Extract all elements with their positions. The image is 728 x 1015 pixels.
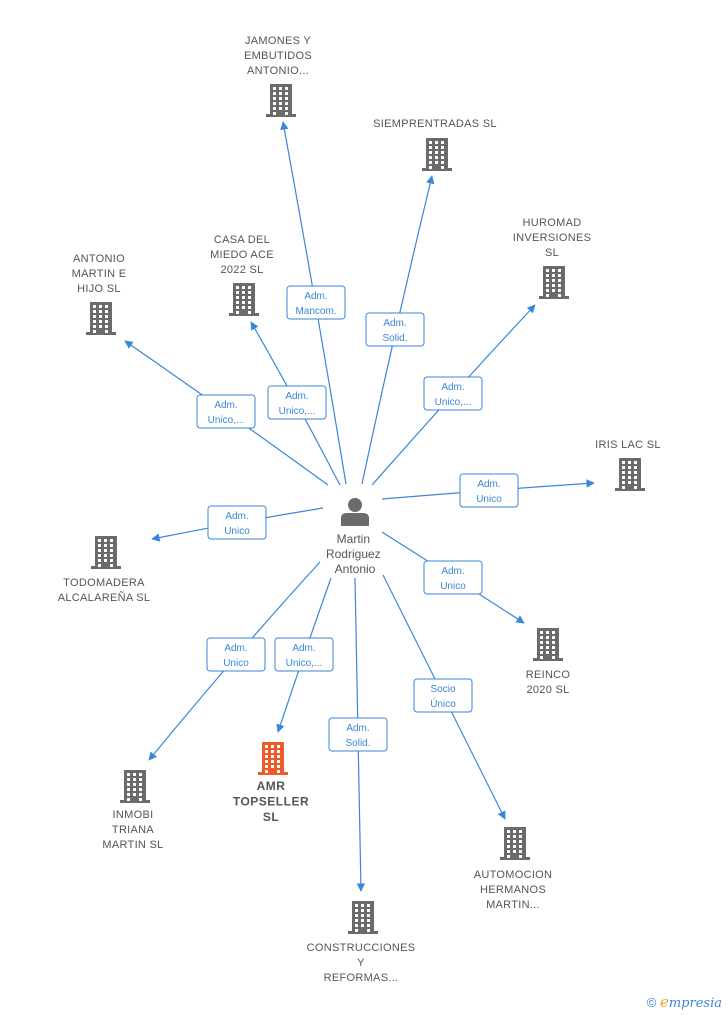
center-label: Martin Rodriguez Antonio (326, 532, 384, 576)
edge-label-box (459, 473, 519, 508)
edge-label-box (267, 385, 327, 420)
building-icon (86, 302, 116, 335)
edge-label-todomadera[interactable]: Adm.Unico (207, 505, 267, 540)
edge-label-text: Adm.Unico (476, 479, 502, 505)
edge-label-text: Adm.Unico (223, 643, 249, 669)
edge-label-box (196, 394, 256, 429)
edge-label-box (365, 312, 425, 347)
building-icon (91, 536, 121, 569)
edge-label-box (423, 560, 483, 595)
brand-name: mpresia (668, 996, 722, 1011)
building-icon (120, 770, 150, 803)
edge-label-text: Adm.Unico,... (279, 391, 316, 417)
building-icon (539, 266, 569, 299)
company-node-siempre[interactable]: SIEMPRENTRADAS SL (373, 118, 497, 171)
edge-label-text: Adm.Solid. (345, 723, 370, 749)
edge-label-siempre[interactable]: Adm.Solid. (365, 312, 425, 347)
company-label: IRIS LAC SL (595, 439, 661, 451)
edge-label-text: Adm.Unico (440, 566, 466, 592)
building-icon (229, 283, 259, 316)
edge-label-box (286, 285, 346, 320)
building-icon (266, 84, 296, 117)
edge-label-text: Adm.Unico,... (208, 400, 245, 426)
company-label: SIEMPRENTRADAS SL (373, 118, 497, 130)
edge-label-inmobi[interactable]: Adm.Unico (206, 637, 266, 672)
building-icon (615, 458, 645, 491)
edge-label-box (207, 505, 267, 540)
building-icon (258, 742, 288, 775)
edge-label-text: Adm.Unico (224, 511, 250, 537)
edge-label-reinco[interactable]: Adm.Unico (423, 560, 483, 595)
edge-label-box (328, 717, 388, 752)
edge-label-box (413, 678, 473, 713)
edge-label-huromad[interactable]: Adm.Unico,... (423, 376, 483, 411)
edges-layer: Adm.Mancom. Adm.Solid. Adm.Unico,... Adm.Un… (124, 121, 595, 892)
edge-label-antonio[interactable]: Adm.Unico,... (196, 394, 256, 429)
building-icon (422, 138, 452, 171)
edge-label-construcciones[interactable]: Adm.Solid. (328, 717, 388, 752)
empresia-watermark: © empresia (647, 993, 722, 1011)
edge-label-box (423, 376, 483, 411)
company-node-iris[interactable]: IRIS LAC SL (595, 439, 661, 491)
copyright-symbol: © (646, 995, 657, 1010)
building-icon (500, 827, 530, 860)
building-icon (348, 901, 378, 934)
brand-initial: e (659, 993, 669, 1011)
edge-label-casa[interactable]: Adm.Unico,... (267, 385, 327, 420)
person-icon (341, 498, 369, 526)
edge-label-text: Adm.Mancom. (295, 291, 336, 317)
edge-label-iris[interactable]: Adm.Unico (459, 473, 519, 508)
edge-label-text: Adm.Solid. (382, 318, 407, 344)
edge-label-text: Adm.Unico,... (435, 382, 472, 408)
building-icon (533, 628, 563, 661)
edge-label-box (206, 637, 266, 672)
center-person[interactable]: Martin Rodriguez Antonio (326, 498, 384, 576)
edge-label-text: Adm.Unico,... (286, 643, 323, 669)
edge-label-box (274, 637, 334, 672)
edge-label-jamones[interactable]: Adm.Mancom. (286, 285, 346, 320)
edge-label-amr[interactable]: Adm.Unico,... (274, 637, 334, 672)
